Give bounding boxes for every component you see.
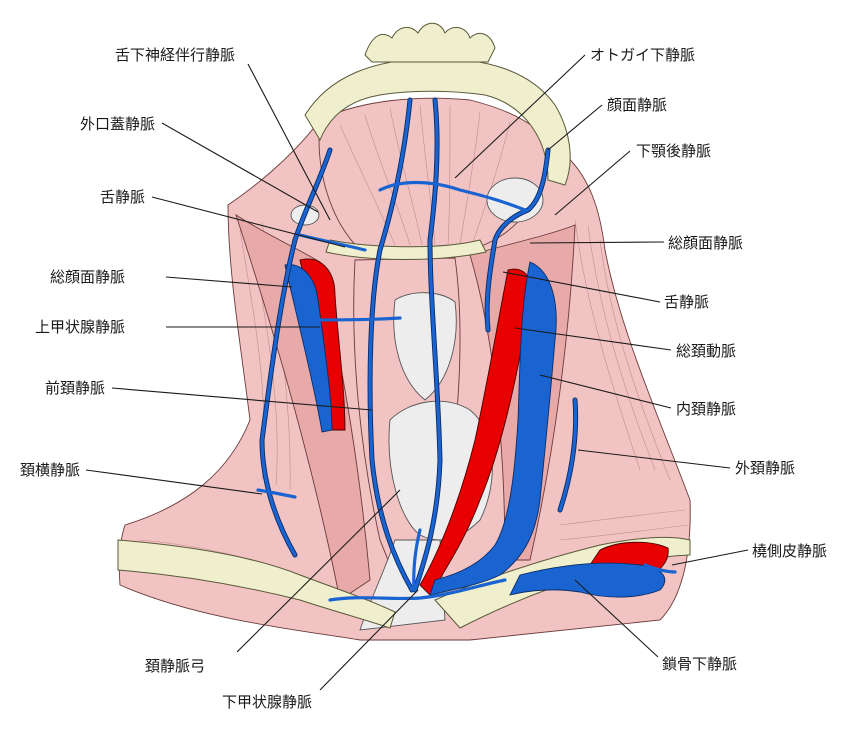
facial-vein-left [293, 148, 332, 242]
leader-hypoglossal-comitans [247, 63, 331, 221]
retromandibular-vein [485, 208, 530, 332]
leader-subclavian [574, 579, 659, 658]
leader-internal-jugular [539, 374, 672, 409]
leader-lines [85, 54, 749, 691]
superior-thyroid-vein-left [313, 316, 402, 322]
internal-jugular-vein-right [429, 261, 557, 596]
label-lingual-right: 舌静脈 [664, 293, 709, 311]
facial-vein-right [526, 148, 550, 212]
leader-common-facial-left [165, 276, 293, 288]
external-jugular-vein-left [260, 238, 297, 557]
hyoid-bone [325, 239, 487, 260]
label-lingual-left: 舌静脈 [100, 188, 145, 206]
subclavian-vein-right [509, 562, 666, 598]
leader-common-carotid [514, 327, 672, 351]
label-anterior-jugular: 前頚静脈 [45, 379, 105, 397]
floor-fibers [339, 104, 511, 246]
label-superior-thyroid: 上甲状腺静脈 [35, 318, 125, 336]
leader-submental [454, 54, 586, 179]
leader-inferior-thyroid [319, 589, 419, 691]
label-facial: 顔面静脈 [607, 96, 667, 114]
external-jugular-vein-right [558, 398, 578, 512]
sternocleidomastoid-left [235, 213, 371, 601]
leader-cephalic [671, 549, 749, 566]
label-transverse-cervical: 頚横静脈 [20, 461, 80, 479]
label-external-palatine: 外口蓋静脈 [80, 115, 155, 133]
transverse-cervical-vein [256, 488, 297, 499]
label-cephalic: 橈側皮静脈 [752, 542, 827, 560]
teeth [364, 22, 496, 63]
leader-lingual-right [502, 271, 661, 303]
neck-anatomy-illustration [117, 22, 691, 641]
internal-jugular-vein-left [284, 264, 333, 433]
leader-transverse-cervical [85, 469, 263, 495]
label-jugular-venous-arch: 頚静脈弓 [145, 657, 205, 675]
vein-network [256, 97, 677, 602]
cephalic-vein [643, 563, 677, 574]
leader-retromandibular [554, 150, 631, 216]
jugular-venous-arch [328, 578, 507, 602]
label-common-facial-right: 総顔面静脈 [668, 234, 743, 252]
label-retromandibular: 下顎後静脈 [636, 142, 711, 160]
inferior-thyroid-vein [412, 528, 422, 592]
clavicle-left [117, 539, 396, 629]
label-inferior-thyroid: 下甲状腺静脈 [222, 693, 312, 711]
label-subclavian: 鎖骨下静脈 [662, 655, 737, 673]
leader-anterior-jugular [111, 387, 373, 411]
label-common-facial-left: 総顔面静脈 [50, 268, 125, 286]
leader-lingual-left [151, 196, 346, 248]
anterior-jugular-vein-left [368, 98, 414, 592]
label-external-jugular: 外頚静脈 [735, 459, 795, 477]
anterior-jugular-vein-right [413, 98, 442, 592]
leader-external-jugular [577, 449, 731, 469]
leader-facial [547, 104, 603, 151]
leader-jugular-venous-arch [236, 489, 401, 653]
submental-vein [378, 180, 527, 212]
labels: 舌下神経伴行静脈 外口蓋静脈 舌静脈 総顔面静脈 上甲状腺静脈 前頚静脈 頚横静… [20, 46, 827, 711]
label-internal-jugular: 内頚静脈 [676, 400, 736, 418]
veins [284, 261, 666, 598]
label-common-carotid: 総頚動脈 [676, 342, 736, 360]
leader-common-facial-right [529, 241, 665, 244]
label-submental: オトガイ下静脈 [590, 46, 695, 64]
label-hypoglossal-comitans: 舌下神経伴行静脈 [115, 46, 235, 64]
leader-external-palatine [161, 122, 319, 213]
